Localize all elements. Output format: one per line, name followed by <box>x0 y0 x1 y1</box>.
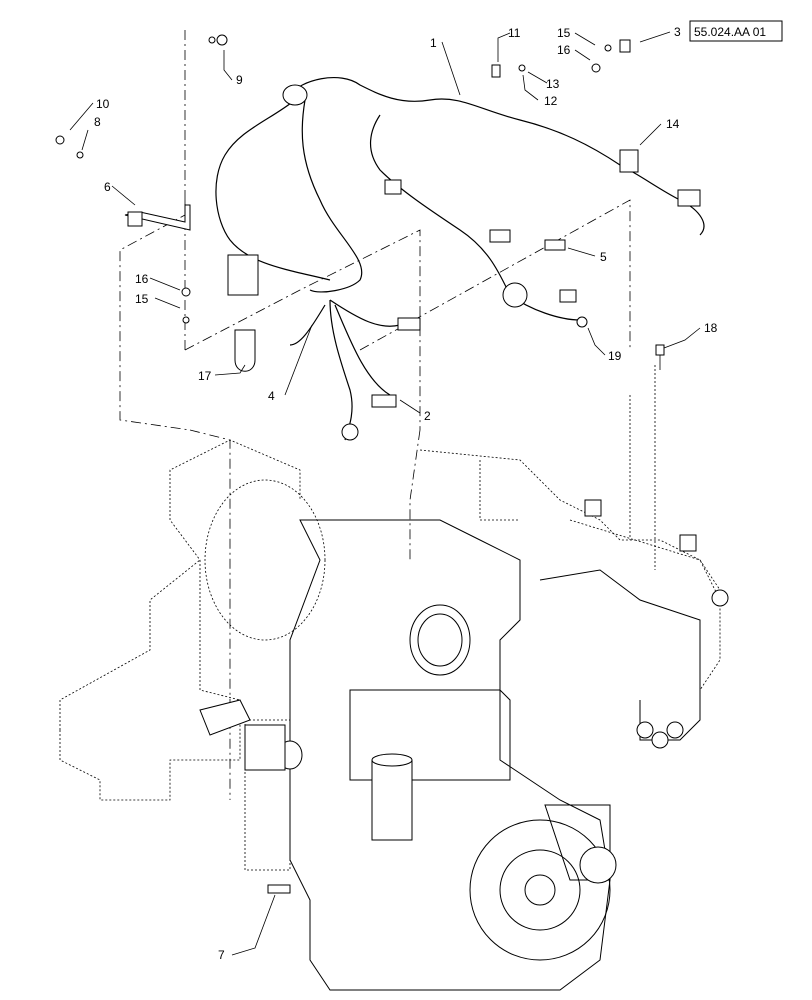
reference-text: 55.024.AA 01 <box>694 25 766 39</box>
callout-16-top: 16 <box>557 43 571 57</box>
callout-9: 9 <box>236 73 243 87</box>
callout-15-left: 15 <box>135 292 149 306</box>
callout-14: 14 <box>666 117 680 131</box>
callout-1: 1 <box>430 36 437 50</box>
hardware-parts <box>55 34 665 894</box>
reference-label: 55.024.AA 01 <box>689 20 783 42</box>
callout-5: 5 <box>600 250 607 264</box>
callout-7: 7 <box>218 948 225 962</box>
callout-18: 18 <box>704 321 718 335</box>
callout-6: 6 <box>104 180 111 194</box>
callout-8: 8 <box>94 115 101 129</box>
callout-10: 10 <box>96 97 110 111</box>
wiring-harness <box>215 77 705 441</box>
callout-15-top: 15 <box>557 26 571 40</box>
leader-lines <box>69 31 701 956</box>
callout-labels: 1 2 3 4 5 6 7 8 9 10 11 12 13 14 15 15 1… <box>94 25 718 962</box>
callout-19: 19 <box>608 349 622 363</box>
callout-11: 11 <box>508 26 521 40</box>
callout-2: 2 <box>424 409 431 423</box>
callout-3: 3 <box>674 25 681 39</box>
callout-17: 17 <box>198 369 212 383</box>
callout-4: 4 <box>268 389 275 403</box>
callout-13: 13 <box>546 77 560 91</box>
callout-12: 12 <box>544 94 558 108</box>
callout-16-left: 16 <box>135 272 149 286</box>
transmission-assembly <box>59 439 729 991</box>
